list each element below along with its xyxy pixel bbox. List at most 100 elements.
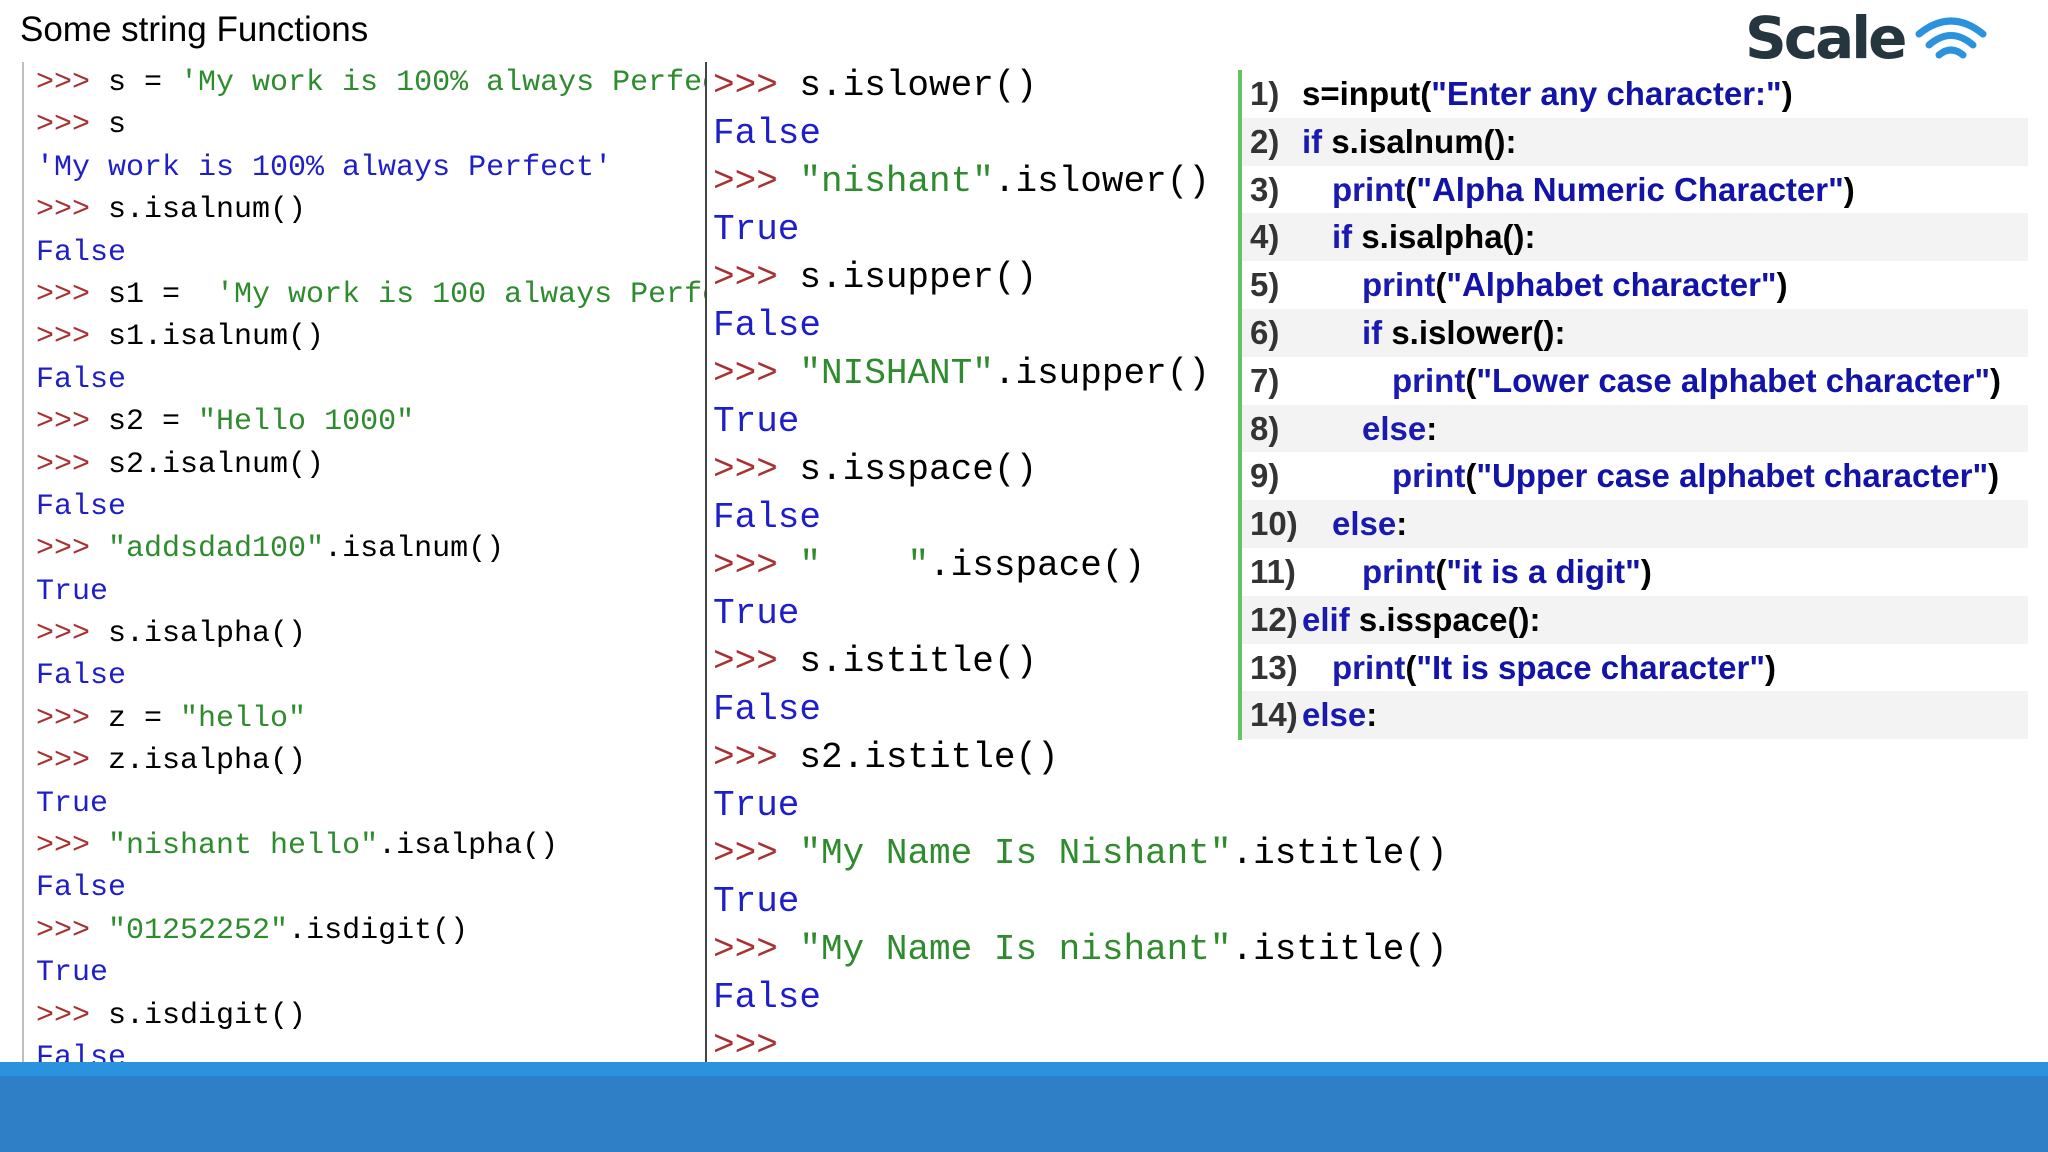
code-line: 1)s=input("Enter any character:")	[1242, 70, 2028, 118]
code-text: .isupper()	[993, 353, 1210, 394]
string-literal: "01252252"	[108, 913, 289, 948]
code-text: )	[1781, 75, 1793, 112]
code-text: s=input(	[1302, 75, 1432, 112]
shell-line: >>> s.isdigit()	[24, 995, 702, 1037]
code-text: )	[1764, 648, 1776, 686]
logo: Scale	[1745, 8, 1995, 68]
shell-line: >>> "nishant hello".isalpha()	[24, 825, 702, 867]
code-text: .isdigit()	[288, 913, 469, 948]
code-text: s.isalpha():	[1361, 218, 1536, 256]
line-number: 6)	[1250, 313, 1280, 351]
shell-line: True	[707, 206, 1512, 254]
shell-line: >>> s.isalpha()	[24, 613, 702, 655]
shell-line: >>> z.isalpha()	[24, 740, 702, 782]
shell-line: True	[24, 571, 702, 613]
shell-output: True	[36, 956, 109, 991]
shell-line: >>> z = "hello"	[24, 698, 702, 740]
code-line: 14)else:	[1242, 691, 2028, 740]
code-text	[778, 353, 800, 394]
shell-line: True	[707, 878, 1512, 926]
shell-output: 'My work is 100% always Perfect'	[36, 150, 613, 185]
code-text: s2 =	[90, 405, 199, 440]
string-literal: "Upper case alphabet character"	[1476, 457, 1989, 495]
code-text: s.istitle()	[777, 641, 1038, 682]
code-text: (	[1465, 457, 1477, 495]
line-number: 5)	[1250, 266, 1280, 304]
shell-prompt: >>>	[36, 913, 91, 948]
shell-line: >>> s	[24, 104, 702, 146]
shell-line: >>> "addsdad100".isalnum()	[24, 528, 702, 570]
shell-line: >>> s2.isalnum()	[24, 444, 702, 486]
code-text: s.isspace():	[1358, 600, 1541, 638]
code-text: s.isalpha()	[90, 617, 307, 652]
shell-line: False	[707, 494, 1512, 542]
shell-prompt: >>>	[713, 545, 778, 586]
shell-prompt: >>>	[36, 405, 91, 440]
code-text: (	[1435, 266, 1447, 304]
string-literal: 'My work is 100% always Perfect'	[180, 66, 757, 100]
code-line: 5)print("Alphabet character")	[1242, 261, 2028, 309]
code-text: (	[1435, 552, 1447, 590]
code-line: 12)elif s.isspace():	[1242, 595, 2028, 644]
code-line: 10)else:	[1242, 500, 2028, 548]
shell-line: False	[24, 232, 702, 274]
shell-line: True	[24, 952, 702, 994]
code-line: 6)if s.islower():	[1242, 308, 2028, 357]
code-text: s.isdigit()	[90, 998, 307, 1033]
code-listing: 1)s=input("Enter any character:")2)if s.…	[1238, 70, 2028, 740]
shell-line: >>> "nishant".islower()	[707, 158, 1512, 206]
shell-output: True	[36, 786, 109, 821]
shell-output: False	[713, 977, 822, 1018]
shell-line: False	[24, 359, 702, 401]
shell-prompt: >>>	[713, 161, 778, 202]
code-text: s.islower()	[777, 65, 1038, 106]
shell-prompt: >>>	[36, 193, 91, 228]
shell-line: >>> " ".isspace()	[707, 542, 1512, 590]
shell-prompt: >>>	[713, 1025, 778, 1066]
keyword: print	[1362, 266, 1436, 304]
string-literal: "Hello 1000"	[198, 405, 415, 440]
page-title: Some string Functions	[20, 10, 369, 49]
shell-output: False	[36, 659, 127, 694]
code-text	[778, 161, 800, 202]
shell-output: False	[36, 871, 127, 906]
string-literal: "Lower case alphabet character"	[1476, 361, 1991, 399]
keyword: print	[1332, 170, 1406, 208]
shell-line: >>> s2.istitle()	[707, 734, 1512, 782]
code-text: )	[1990, 361, 2002, 399]
shell-prompt: >>>	[713, 65, 778, 106]
code-text: .istitle()	[1231, 833, 1448, 874]
code-listing-lines: 1)s=input("Enter any character:")2)if s.…	[1242, 70, 2028, 740]
shell-prompt: >>>	[36, 447, 91, 482]
shell-output: False	[713, 497, 822, 538]
shell-line: >>> s2 = "Hello 1000"	[24, 401, 702, 443]
keyword: print	[1362, 552, 1436, 590]
shell-line: True	[24, 783, 702, 825]
shell-line: False	[24, 486, 702, 528]
code-text: .islower()	[993, 161, 1210, 202]
shell-prompt: >>>	[36, 277, 91, 312]
shell-line: >>> "01252252".isdigit()	[24, 910, 702, 952]
line-number: 11)	[1250, 552, 1296, 590]
shell-prompt: >>>	[713, 833, 778, 874]
code-text: s	[90, 108, 127, 143]
shell-line: >>> s.isalnum()	[24, 189, 702, 231]
string-literal: "addsdad100"	[108, 532, 325, 567]
shell-prompt: >>>	[36, 320, 91, 355]
code-text: .istitle()	[1231, 929, 1448, 970]
code-text: :	[1396, 505, 1408, 543]
string-literal: "It is space character"	[1416, 648, 1765, 686]
string-literal: "NISHANT"	[799, 353, 994, 394]
string-literal: "Enter any character:"	[1431, 75, 1782, 112]
shell-line: False	[707, 302, 1512, 350]
shell-line: >>> s.islower()	[707, 62, 1512, 110]
code-text: :	[1426, 409, 1438, 447]
code-line: 11)print("it is a digit")	[1242, 547, 2028, 596]
code-text	[90, 532, 108, 566]
keyword: print	[1332, 648, 1406, 686]
code-line: 7)print("Lower case alphabet character")	[1242, 356, 2028, 405]
keyword: else	[1332, 505, 1397, 543]
shell-line: >>> s.isspace()	[707, 446, 1512, 494]
shell-prompt: >>>	[713, 449, 778, 490]
shell-line: >>>	[707, 1022, 1512, 1070]
